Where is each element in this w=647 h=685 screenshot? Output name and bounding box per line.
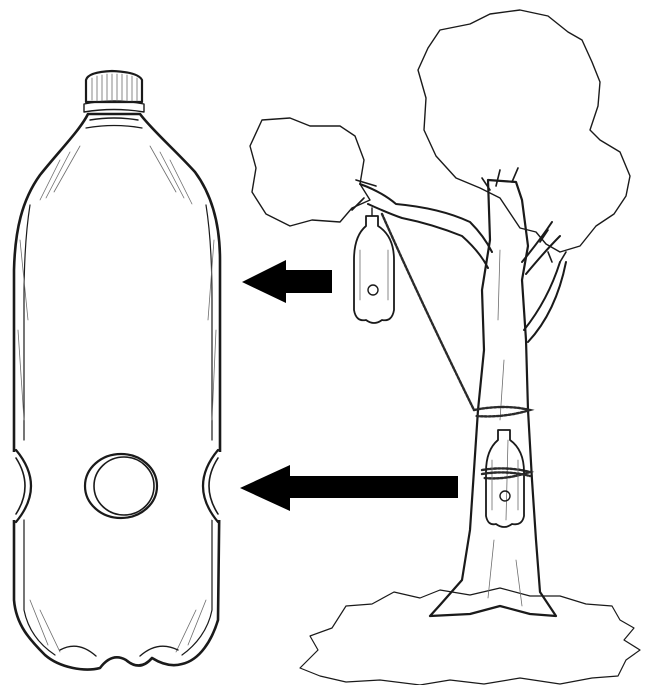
- left-arrow-icon-lower: [240, 465, 458, 511]
- bottle-front-hole: [85, 454, 157, 518]
- bottle-side-hole-right: [201, 450, 224, 522]
- bottle-side-hole-left: [10, 450, 33, 522]
- bottle-cap: [84, 71, 144, 112]
- large-bottle-icon: [10, 71, 224, 669]
- left-arrow-icon: [242, 260, 332, 303]
- rope: [382, 214, 530, 478]
